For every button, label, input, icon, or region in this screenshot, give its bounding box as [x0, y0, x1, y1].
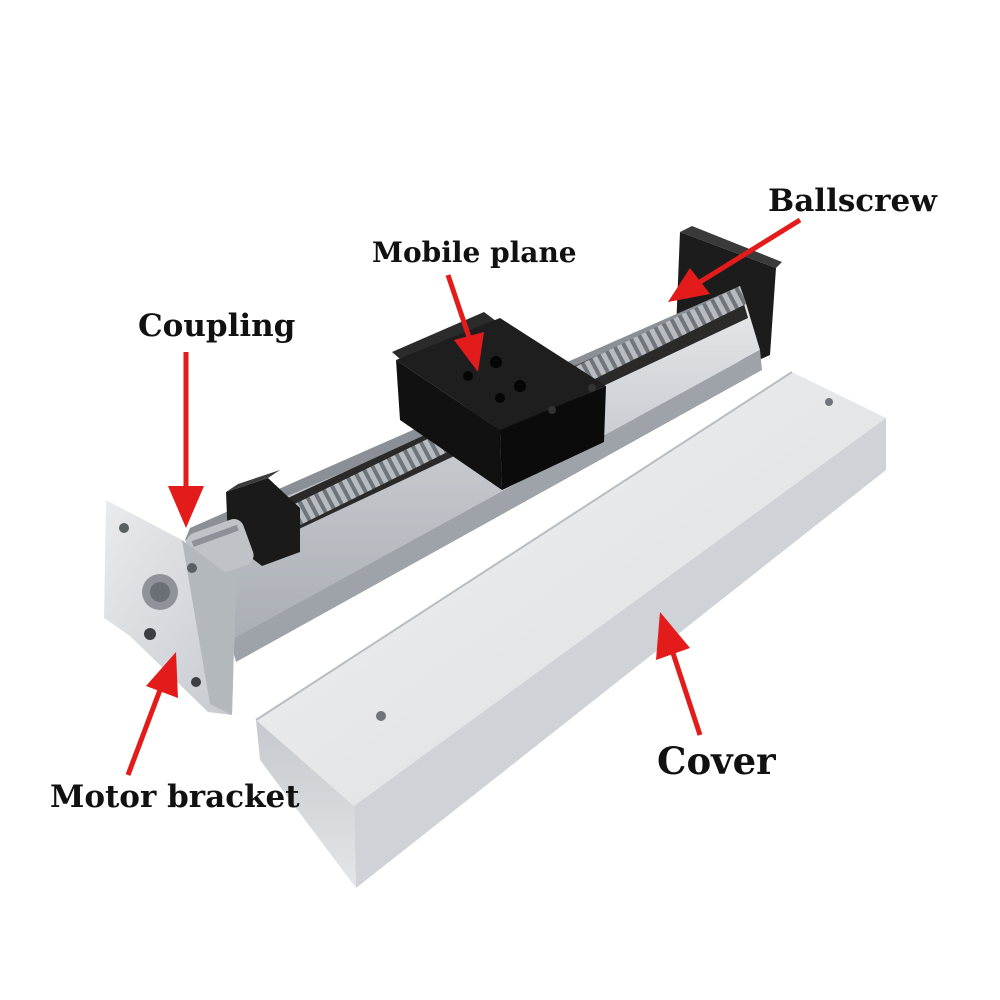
- mobile-plane: [392, 312, 606, 490]
- label-cover: Cover: [657, 739, 776, 783]
- motor-bracket: [104, 500, 236, 715]
- arrow-ballscrew: [668, 217, 802, 302]
- arrow-mobile-plane: [445, 274, 484, 372]
- arrow-motor-bracket: [125, 652, 178, 776]
- arrow-cover: [656, 612, 703, 736]
- label-ballscrew: Ballscrew: [768, 183, 937, 219]
- arrow-coupling: [168, 352, 204, 528]
- annotation-arrows: [125, 217, 802, 776]
- label-coupling: Coupling: [138, 308, 296, 344]
- cover: [255, 371, 886, 888]
- label-mobile-plane: Mobile plane: [372, 236, 577, 269]
- label-motor-bracket: Motor bracket: [50, 779, 300, 815]
